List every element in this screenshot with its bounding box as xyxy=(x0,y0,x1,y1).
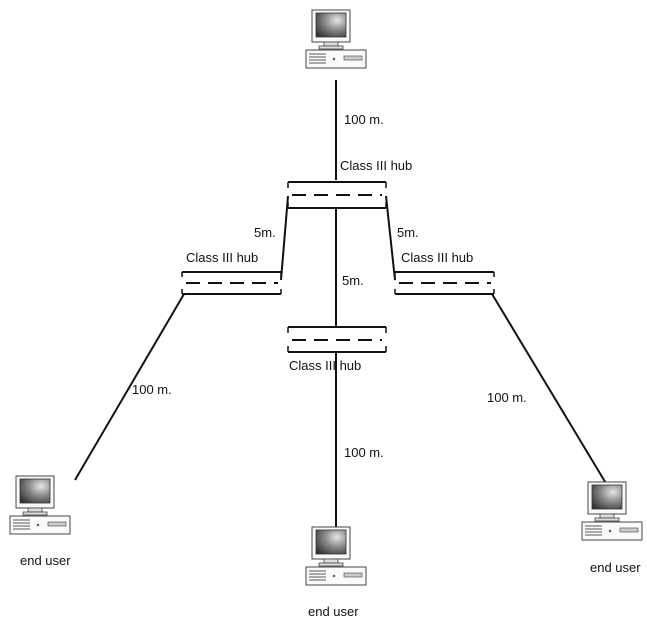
center-end-user-label: end user xyxy=(308,604,359,619)
right-short-link-label: 5m. xyxy=(397,225,419,240)
link-left-short xyxy=(280,195,289,281)
right-long-link-label: 100 m. xyxy=(487,390,527,405)
link-left-long xyxy=(74,293,185,481)
hub-left xyxy=(181,271,282,295)
hub-right xyxy=(394,271,495,295)
desktop-computer-icon-left xyxy=(9,475,71,535)
left-short-link-label: 5m. xyxy=(254,225,276,240)
center-short-link-label: 5m. xyxy=(342,273,364,288)
desktop-computer-icon-center xyxy=(305,526,367,586)
top-hub-label: Class III hub xyxy=(340,158,413,173)
hub-center xyxy=(287,326,387,353)
top-link-label: 100 m. xyxy=(344,112,384,127)
desktop-computer-icon-right xyxy=(581,481,643,541)
desktop-computer-icon-top xyxy=(305,9,367,69)
left-long-link-label: 100 m. xyxy=(132,382,172,397)
right-hub-label: Class III hub xyxy=(401,250,474,265)
left-end-user-label: end user xyxy=(20,553,71,568)
left-hub-label: Class III hub xyxy=(186,250,259,265)
link-right-short xyxy=(385,195,396,281)
link-right-long xyxy=(491,293,611,491)
center-long-link-label: 100 m. xyxy=(344,445,384,460)
center-hub-label: Class III hub xyxy=(289,358,362,373)
right-end-user-label: end user xyxy=(590,560,641,575)
hub-top xyxy=(287,181,387,209)
